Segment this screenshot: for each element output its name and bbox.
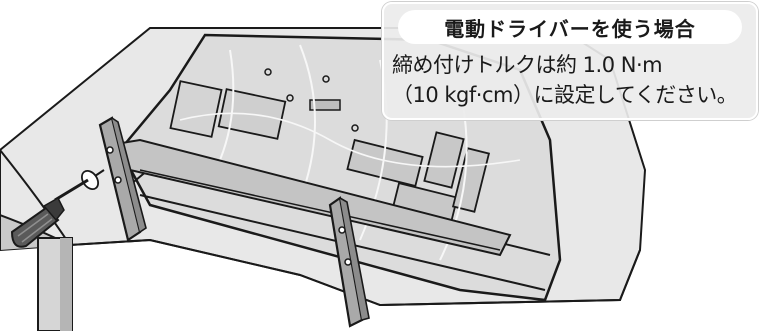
torque-spec-line: 締め付けトルクは約 1.0 N·m: [392, 53, 663, 77]
torque-callout: 電動ドライバーを使う場合 締め付けトルクは約 1.0 N·m （10 kgf·c…: [382, 2, 758, 120]
callout-title: 電動ドライバーを使う場合: [398, 10, 742, 44]
stand-leg-left: [98, 116, 147, 242]
screwdriver-icon: [10, 178, 89, 248]
torque-instruction-line: （10 kgf·cm）に設定してください。: [392, 83, 738, 107]
screw-icon: [80, 169, 105, 191]
stand-leg-right: [328, 196, 370, 328]
callout-body: 締め付けトルクは約 1.0 N·m （10 kgf·cm）に設定してください。: [392, 50, 758, 110]
